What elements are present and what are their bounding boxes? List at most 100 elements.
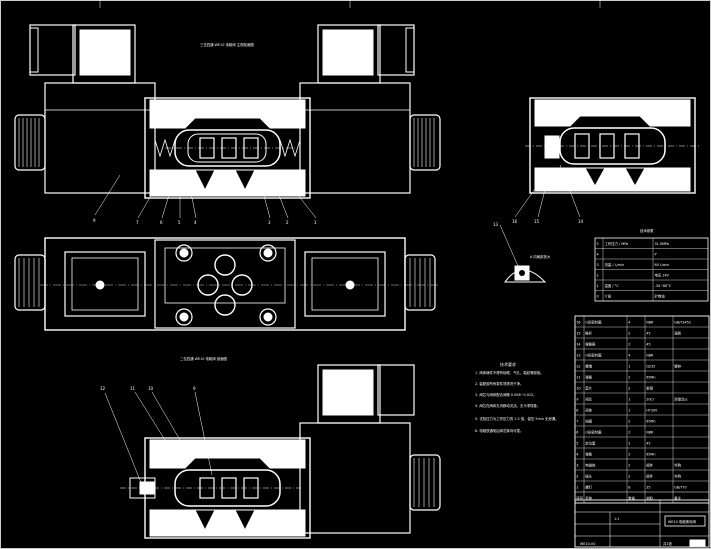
bom-cell: 组件 <box>646 474 653 479</box>
bottom-view-caption: 二位四通 WE10 电磁阀 剖面图 <box>180 356 228 361</box>
tech-table-cell: 3 <box>597 263 599 267</box>
bom-cell: 2 <box>628 343 630 347</box>
bom-cell: 9 <box>576 398 578 402</box>
plan-view <box>14 237 440 331</box>
tech-table-title: 技术参数 <box>640 228 654 233</box>
tech-table-cell: 矿物油 <box>655 294 666 299</box>
tech-table-cell: 5 <box>597 242 599 246</box>
bom-cell: 65Mn <box>646 376 655 380</box>
bom-cell: NBR <box>646 354 654 358</box>
tech-table-cell: 温度 / °C <box>605 283 620 288</box>
bom-cell: 2 <box>628 464 630 468</box>
bom-cell: O形密封圈 <box>585 320 602 325</box>
bom-cell: 2 <box>628 431 630 435</box>
bom-cell: 推杆 <box>585 331 592 336</box>
bom-cell: 定位套 <box>585 441 596 446</box>
tech-table-cell: 4 <box>597 253 599 257</box>
bom-cell: 渗碳淬火 <box>674 397 688 402</box>
tech-table-cell: 0 <box>597 295 599 299</box>
bom-cell: 20Cr <box>646 398 655 402</box>
callouts-top: 9 7 6 5 4 3 2 1 <box>93 218 317 225</box>
note-line: 5. 试验压力为工作压力的 1.5 倍，保压 5min 无泄漏。 <box>475 416 559 421</box>
bom-cell: 垫片 <box>585 386 592 391</box>
bom-header-cell: 数量 <box>628 496 635 501</box>
bom-cell: 14 <box>576 343 580 347</box>
bom-cell: 2 <box>628 475 630 479</box>
bom-cell: 阀芯 <box>585 397 592 402</box>
side-section-view <box>514 97 700 218</box>
bom-cell: 组件 <box>646 463 653 468</box>
callout-label: 1 <box>314 220 317 225</box>
tech-table-cell: 电压 24V <box>655 273 670 278</box>
bom-cell: 8 <box>628 486 630 490</box>
bom-cell: 外购 <box>674 474 681 479</box>
bom-cell: 调质 <box>674 331 681 336</box>
callout-label: 9 <box>93 218 96 223</box>
bom-cell: 10 <box>576 387 580 391</box>
bom-cell: 电磁铁 <box>585 463 596 468</box>
bom-cell: 12 <box>576 365 580 369</box>
callout-label: 5 <box>178 220 181 225</box>
bom-cell: 螺堵 <box>585 364 592 369</box>
callout-label: 2 <box>286 220 289 225</box>
note-line: 1. 阀体铸件不得有砂眼、气孔、裂纹等缺陷。 <box>475 370 544 375</box>
bom-cell: 8 <box>576 409 578 413</box>
bom-cell: 2 <box>628 442 630 446</box>
callout-label: 7 <box>136 220 139 225</box>
bom-cell: 2 <box>628 387 630 391</box>
top-view-caption: 三位四通 WE10 电磁阀 主视剖面图 <box>200 42 254 47</box>
bom-cell: 65Mn <box>646 420 655 424</box>
note-line: 6. 电磁铁通电后阀芯换向可靠。 <box>475 428 523 433</box>
bom-cell: 弹簧 <box>585 375 592 380</box>
tech-table-cell: 2 <box>597 274 599 278</box>
bom-cell: 2 <box>628 420 630 424</box>
bom-cell: 4 <box>576 453 578 457</box>
bom-cell: 5 <box>576 442 578 446</box>
bom-cell: 2 <box>576 475 578 479</box>
bom-header-cell: 备注 <box>674 496 681 501</box>
callout-label: 12 <box>100 386 106 391</box>
callout-label: 3 <box>268 220 271 225</box>
bom-header-cell: 名称 <box>585 496 592 501</box>
callout-label: 13 <box>493 222 499 227</box>
bom-cell: 挡圈 <box>585 419 592 424</box>
bom-cell: 弹簧座 <box>585 342 596 347</box>
notes-title: 技术要求 <box>500 361 516 367</box>
bom-cell: 插头 <box>585 474 592 479</box>
bom-cell: 1 <box>628 409 630 413</box>
bom-cell: 外购 <box>674 463 681 468</box>
bom-cell: 13 <box>576 354 580 358</box>
bom-cell: GB/T3452 <box>674 321 691 325</box>
title-block-name: WE10 电磁换向阀 <box>668 519 696 524</box>
bom-cell: 4 <box>628 354 630 358</box>
bom-cell: 2 <box>628 453 630 457</box>
bom-cell: 阀体 <box>585 408 592 413</box>
bom-cell: 镀锌 <box>674 364 681 369</box>
bom-cell: O形密封圈 <box>585 430 602 435</box>
callout-label: 11 <box>130 386 136 391</box>
bom-cell: 1 <box>576 486 578 490</box>
technical-notes: 技术要求 1. 阀体铸件不得有砂眼、气孔、裂纹等缺陷。 2. 装配前所有零件须清… <box>475 361 559 433</box>
bom-cell: 6 <box>576 431 578 435</box>
bom-cell: 4 <box>628 321 630 325</box>
bom-cell: 7 <box>576 420 578 424</box>
bom-cell: NBR <box>646 321 654 325</box>
bom-cell: 2 <box>628 376 630 380</box>
callout-label: 9 <box>193 386 196 391</box>
bom-cell: 15 <box>576 332 580 336</box>
callout-label: 15 <box>534 219 540 224</box>
tech-table-cell: 1 <box>597 284 599 288</box>
bom-cell: 11 <box>576 376 580 380</box>
tech-table-cell: 31.5MPa <box>655 242 669 246</box>
bottom-section-view <box>104 364 441 539</box>
note-line: 4. 阀芯在阀体孔内移动灵活，无卡滞现象。 <box>475 403 540 408</box>
bom-cell: 弹簧 <box>585 452 592 457</box>
title-block: WE10 电磁换向阀 WE10-00 1:1 共1张 <box>574 499 710 548</box>
bom-header-cell: 序号 <box>576 496 583 501</box>
bom-cell: 2 <box>628 332 630 336</box>
bom-cell: Q235 <box>646 365 655 369</box>
bom-cell: 紫铜 <box>646 386 653 391</box>
